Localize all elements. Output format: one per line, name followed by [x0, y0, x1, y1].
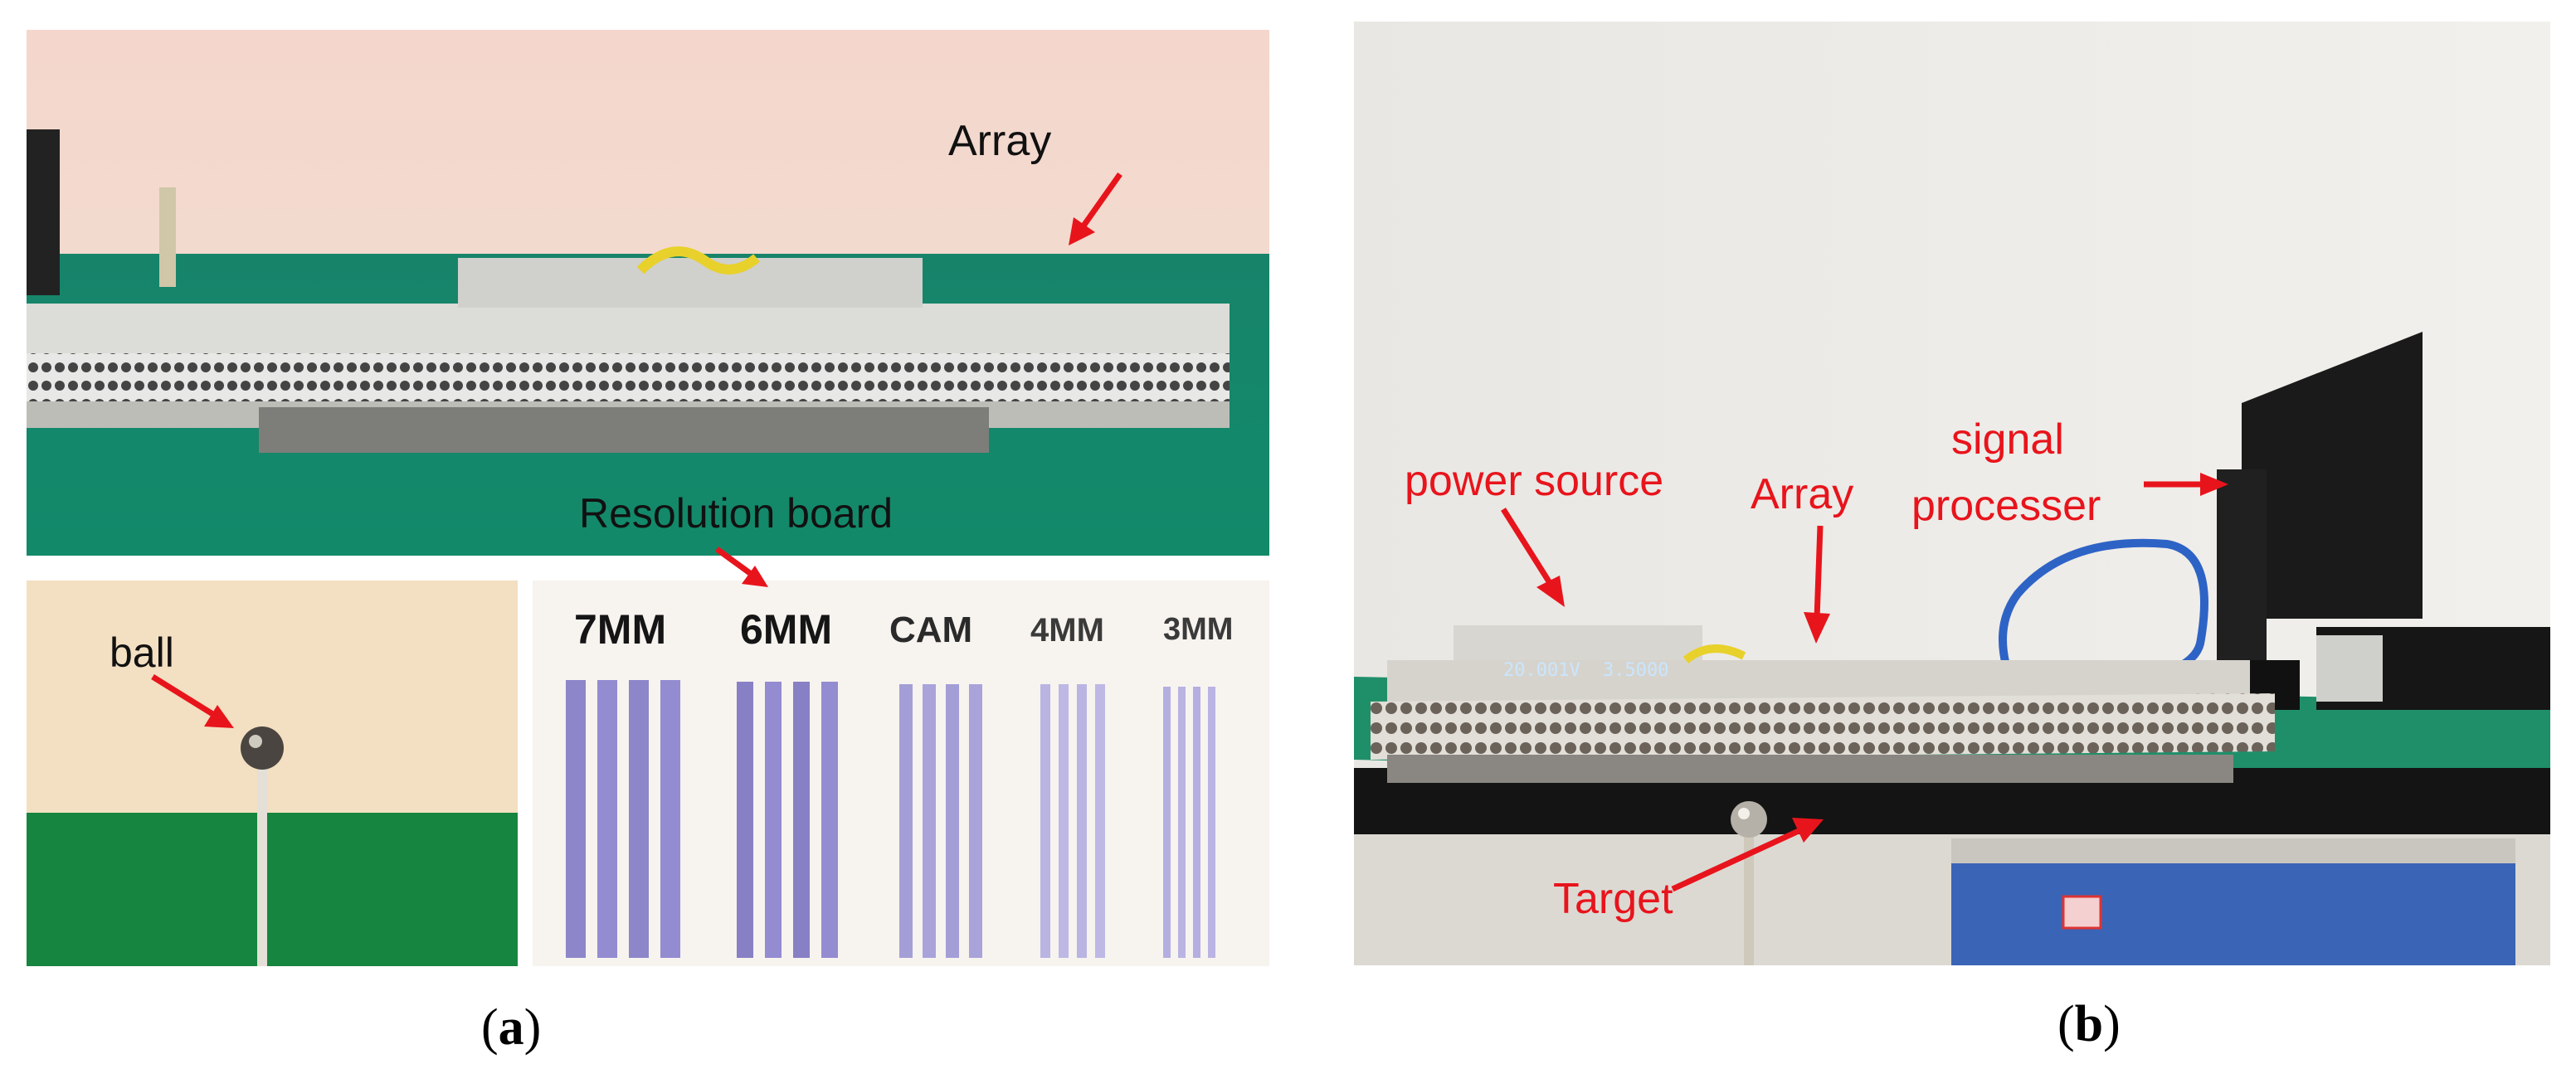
ball-arrow	[151, 674, 234, 728]
caption-a: (a)	[481, 999, 542, 1056]
array-arrow	[1069, 172, 1122, 245]
ball-photo	[27, 581, 518, 966]
ball-label: ball	[110, 629, 174, 676]
signal-processer-arrow	[2144, 473, 2228, 496]
signal-processer-label-2: processer	[1911, 482, 2101, 530]
resolution-board-photo: 7MM 6MM CAM 4MM 3MM	[533, 581, 1269, 966]
resolution-board-label: Resolution board	[579, 490, 894, 537]
array-photo	[27, 30, 1269, 556]
board-mark-4mm: 4MM	[1030, 612, 1104, 649]
array-label: Array	[948, 117, 1052, 165]
psu-current-readout: 3.5000	[1603, 660, 1669, 681]
board-mark-7mm: 7MM	[574, 606, 667, 653]
setup-photo: 20.001V 3.5000	[1354, 22, 2550, 965]
board-mark-6mm: 6MM	[740, 606, 833, 653]
array-arrow-b	[1804, 525, 1830, 644]
target-arrow	[1671, 818, 1824, 892]
resolution-board-arrow	[714, 547, 768, 587]
caption-b-letter: b	[2074, 996, 2104, 1052]
caption-a-letter: a	[498, 999, 524, 1056]
psu-voltage-readout: 20.001V	[1503, 660, 1580, 681]
power-source-arrow	[1501, 508, 1565, 607]
caption-b: (b)	[2057, 996, 2121, 1052]
board-mark-5mm: CAM	[889, 610, 973, 650]
power-source-label: power source	[1405, 457, 1664, 505]
signal-processer-label-1: signal	[1951, 415, 2064, 464]
board-mark-3mm: 3MM	[1163, 612, 1234, 647]
array-label-b: Array	[1751, 470, 1854, 518]
target-label: Target	[1553, 875, 1673, 923]
